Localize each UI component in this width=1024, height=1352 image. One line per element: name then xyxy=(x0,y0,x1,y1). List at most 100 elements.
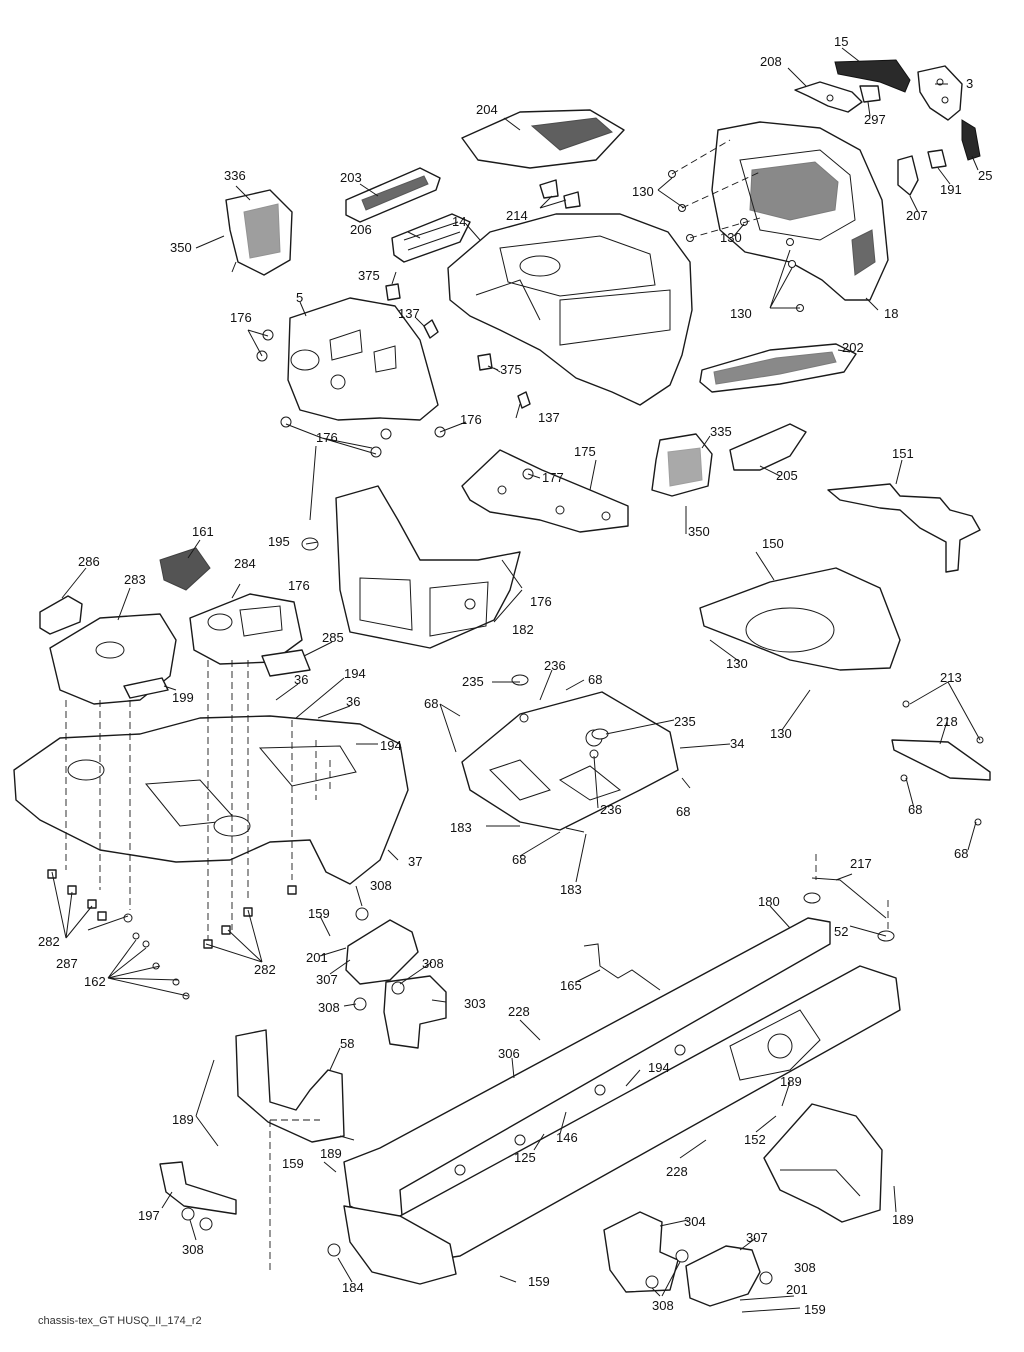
label-350-b: 350 xyxy=(688,524,710,539)
label-159-a: 159 xyxy=(308,906,330,921)
label-303: 303 xyxy=(464,996,486,1011)
label-307-b: 307 xyxy=(746,1230,768,1245)
label-189-b: 189 xyxy=(320,1146,342,1161)
part-207-latch xyxy=(897,155,919,196)
label-151: 151 xyxy=(892,446,914,461)
label-130-e: 130 xyxy=(770,726,792,741)
part-286-cap xyxy=(39,595,83,635)
part-205-trim xyxy=(729,423,807,471)
label-182: 182 xyxy=(512,622,534,637)
part-5-dash-panel xyxy=(287,297,439,421)
label-189-d: 189 xyxy=(892,1212,914,1227)
label-194-c: 194 xyxy=(648,1060,670,1075)
label-201-a: 201 xyxy=(306,950,328,965)
label-14: 14 xyxy=(452,214,466,229)
label-177: 177 xyxy=(542,470,564,485)
part-335-cover xyxy=(651,433,713,497)
part-175-dash-bracket xyxy=(461,449,629,533)
part-307-shield-upper xyxy=(345,919,419,985)
label-161: 161 xyxy=(192,524,214,539)
label-165: 165 xyxy=(560,978,582,993)
part-150-floor-plate xyxy=(699,567,901,671)
leader-lines xyxy=(51,47,981,1313)
label-236-a: 236 xyxy=(544,658,566,673)
label-137-b: 137 xyxy=(538,410,560,425)
label-283: 283 xyxy=(124,572,146,587)
part-308-nuts-middle xyxy=(353,907,405,1011)
part-206-vent-insert xyxy=(391,213,471,263)
label-202: 202 xyxy=(842,340,864,355)
label-37: 37 xyxy=(408,854,422,869)
label-308-f: 308 xyxy=(652,1298,674,1313)
part-161-trim xyxy=(159,547,211,591)
label-34: 34 xyxy=(730,736,744,751)
label-176-c: 176 xyxy=(316,430,338,445)
part-162-bolts xyxy=(123,913,190,1000)
assembly-lines xyxy=(65,139,889,1270)
label-213: 213 xyxy=(940,670,962,685)
label-335: 335 xyxy=(710,424,732,439)
part-37-fender-deck xyxy=(13,715,409,885)
label-308-d: 308 xyxy=(182,1242,204,1257)
label-206: 206 xyxy=(350,222,372,237)
label-284: 284 xyxy=(234,556,256,571)
label-176-e: 176 xyxy=(530,594,552,609)
part-284-right-fender xyxy=(189,593,303,665)
label-68-d: 68 xyxy=(954,846,968,861)
label-375-a: 375 xyxy=(358,268,380,283)
label-308-b: 308 xyxy=(422,956,444,971)
label-214: 214 xyxy=(506,208,528,223)
part-307-shield-lower xyxy=(685,1245,761,1307)
label-208: 208 xyxy=(760,54,782,69)
part-197-bracket xyxy=(159,1161,237,1215)
part-191-clip xyxy=(927,149,947,169)
label-176-b: 176 xyxy=(460,412,482,427)
label-159-c: 159 xyxy=(804,1302,826,1317)
label-68-f: 68 xyxy=(512,852,526,867)
label-191: 191 xyxy=(940,182,962,197)
drawing-caption: chassis-tex_GT HUSQ_II_174_r2 xyxy=(38,1315,202,1327)
part-204-hood-top-panel xyxy=(461,109,625,169)
part-165-rod xyxy=(583,943,661,991)
label-286: 286 xyxy=(78,554,100,569)
label-130-d: 130 xyxy=(726,656,748,671)
label-130-a: 130 xyxy=(632,184,654,199)
label-228-b: 228 xyxy=(666,1164,688,1179)
label-176-a: 176 xyxy=(230,310,252,325)
label-201-b: 201 xyxy=(786,1282,808,1297)
label-152: 152 xyxy=(744,1132,766,1147)
label-52: 52 xyxy=(834,924,848,939)
part-199-bracket xyxy=(123,677,169,699)
label-183-b: 183 xyxy=(560,882,582,897)
label-130-c: 130 xyxy=(730,306,752,321)
label-130-b: 130 xyxy=(720,230,742,245)
label-15: 15 xyxy=(834,34,848,49)
label-282-b: 282 xyxy=(254,962,276,977)
label-297: 297 xyxy=(864,112,886,127)
label-162: 162 xyxy=(84,974,106,989)
part-202-grille xyxy=(699,343,857,393)
part-34-mount-plate xyxy=(461,691,679,831)
part-labels: 15 208 3 297 25 191 207 204 130 130 130 … xyxy=(38,34,992,1317)
part-15-trim-strip xyxy=(834,59,911,93)
part-375-clip-upper xyxy=(385,283,401,301)
part-203-vent xyxy=(345,167,441,223)
label-205: 205 xyxy=(776,468,798,483)
label-175: 175 xyxy=(574,444,596,459)
part-285-cover xyxy=(261,649,311,677)
label-236-b: 236 xyxy=(600,802,622,817)
label-5: 5 xyxy=(296,290,303,305)
label-375-b: 375 xyxy=(500,362,522,377)
label-36-b: 36 xyxy=(346,694,360,709)
label-235-b: 235 xyxy=(674,714,696,729)
label-176-d: 176 xyxy=(288,578,310,593)
label-194-a: 194 xyxy=(344,666,366,681)
part-58-bracket xyxy=(235,1029,345,1143)
label-189-c: 189 xyxy=(780,1074,802,1089)
part-195-grommet xyxy=(301,537,319,551)
label-58: 58 xyxy=(340,1036,354,1051)
part-208-bracket xyxy=(794,81,863,113)
label-68-c: 68 xyxy=(908,802,922,817)
